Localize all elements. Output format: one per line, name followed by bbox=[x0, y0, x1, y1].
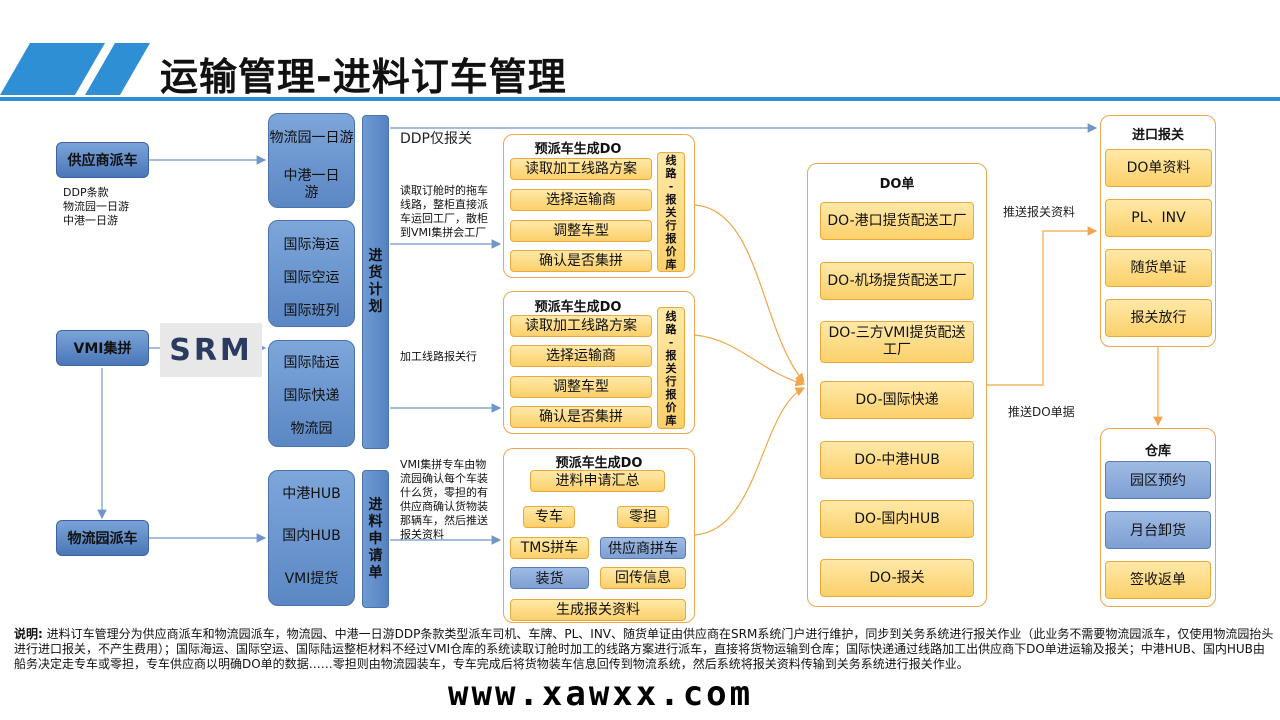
push-customs-docs-label: 推送报关资料 bbox=[1003, 205, 1076, 219]
park-dispatch-button[interactable]: 物流园派车 bbox=[56, 520, 149, 556]
srm-logo: SRM bbox=[160, 323, 262, 377]
ddp-only-label: DDP仅报关 bbox=[400, 131, 473, 147]
push-do-label: 推送DO单据 bbox=[1008, 405, 1075, 419]
dedicated-vehicle-step[interactable]: 专车 bbox=[523, 506, 575, 528]
generate-customs-docs-step[interactable]: 生成报关资料 bbox=[510, 599, 686, 621]
pre-dispatch-title-3: 预派车生成DO bbox=[555, 456, 643, 471]
pre-dispatch-title-2: 预派车生成DO bbox=[534, 300, 622, 315]
explanation-note: 说明: 进料订车管理分为供应商派车和物流园派车，物流园、中港一日游DDP条款类型… bbox=[14, 627, 1274, 671]
line-report-note: 加工线路报关行 bbox=[400, 350, 477, 363]
do-international-express[interactable]: DO-国际快递 bbox=[820, 381, 974, 419]
tms-consolidation-step[interactable]: TMS拼车 bbox=[510, 537, 589, 559]
title-underline bbox=[0, 97, 1280, 101]
read-line-plan-step-2[interactable]: 读取加工线路方案 bbox=[510, 315, 652, 337]
lane-land-express[interactable]: 国际陆运 国际快递 物流园 bbox=[268, 340, 355, 447]
do-customs[interactable]: DO-报关 bbox=[820, 559, 974, 597]
customs-release[interactable]: 报关放行 bbox=[1105, 299, 1212, 337]
supplier-dispatch-button[interactable]: 供应商派车 bbox=[56, 142, 149, 178]
request-summary-step[interactable]: 进料申请汇总 bbox=[530, 470, 665, 492]
read-line-plan-step-1[interactable]: 读取加工线路方案 bbox=[510, 158, 652, 180]
do-airport-pickup[interactable]: DO-机场提货配送工厂 bbox=[820, 262, 974, 300]
adjust-vehicle-step-2[interactable]: 调整车型 bbox=[510, 376, 652, 398]
page-title: 运输管理-进料订车管理 bbox=[160, 55, 567, 99]
shipping-documents[interactable]: 随货单证 bbox=[1105, 249, 1212, 287]
do-domestic-hub[interactable]: DO-国内HUB bbox=[820, 500, 974, 538]
do-port-pickup[interactable]: DO-港口提货配送工厂 bbox=[820, 202, 974, 240]
sign-return[interactable]: 签收返单 bbox=[1105, 561, 1211, 599]
lane-international[interactable]: 国际海运 国际空运 国际班列 bbox=[268, 220, 355, 327]
quote-library-side-2: 线路-报关行报价库 bbox=[657, 307, 685, 429]
do-documents[interactable]: DO单资料 bbox=[1105, 149, 1212, 187]
confirm-consolidation-step-1[interactable]: 确认是否集拼 bbox=[510, 250, 652, 272]
inbound-plan-bar[interactable]: 进货计划 bbox=[362, 115, 389, 449]
do-hk-hub[interactable]: DO-中港HUB bbox=[820, 441, 974, 479]
do-title: DO单 bbox=[879, 177, 915, 192]
ltl-step[interactable]: 零担 bbox=[617, 506, 669, 528]
lane-hub[interactable]: 中港HUB 国内HUB VMI提货 bbox=[268, 470, 355, 606]
vmi-consolidation-button[interactable]: VMI集拼 bbox=[56, 330, 149, 366]
dock-unloading[interactable]: 月台卸货 bbox=[1105, 511, 1211, 549]
quote-library-side-1: 线路-报关行报价库 bbox=[657, 152, 685, 272]
header-stripes bbox=[0, 43, 150, 95]
supplier-note: DDP条款 物流园一日游 中港一日游 bbox=[63, 186, 129, 227]
park-reservation[interactable]: 园区预约 bbox=[1105, 461, 1211, 499]
select-carrier-step-2[interactable]: 选择运输商 bbox=[510, 345, 652, 367]
loading-step[interactable]: 装货 bbox=[510, 567, 589, 589]
read-line-note: 读取订舱时的拖车线路，整柜直接派车运回工厂，散柜到VMI集拼会工厂 bbox=[400, 184, 488, 239]
confirm-consolidation-step-2[interactable]: 确认是否集拼 bbox=[510, 406, 652, 428]
material-request-bar[interactable]: 进料申请单 bbox=[362, 470, 389, 608]
pl-inv[interactable]: PL、INV bbox=[1105, 199, 1212, 237]
adjust-vehicle-step-1[interactable]: 调整车型 bbox=[510, 220, 652, 242]
do-third-party-vmi[interactable]: DO-三方VMI提货配送工厂 bbox=[820, 321, 974, 363]
select-carrier-step-1[interactable]: 选择运输商 bbox=[510, 189, 652, 211]
supplier-consolidation-step[interactable]: 供应商拼车 bbox=[600, 537, 686, 559]
watermark: www.xawxx.com bbox=[448, 674, 754, 714]
feedback-step[interactable]: 回传信息 bbox=[600, 567, 686, 589]
lane-oneday[interactable]: 物流园一日游 中港一日 游 bbox=[268, 113, 355, 208]
import-customs-title: 进口报关 bbox=[1131, 128, 1184, 143]
warehouse-title: 仓库 bbox=[1144, 444, 1171, 459]
vmi-note: VMI集拼专车由物流园确认每个车装什么货，零担的有供应商确认货物装那辆车，然后推… bbox=[400, 458, 488, 541]
pre-dispatch-title-1: 预派车生成DO bbox=[534, 142, 622, 157]
